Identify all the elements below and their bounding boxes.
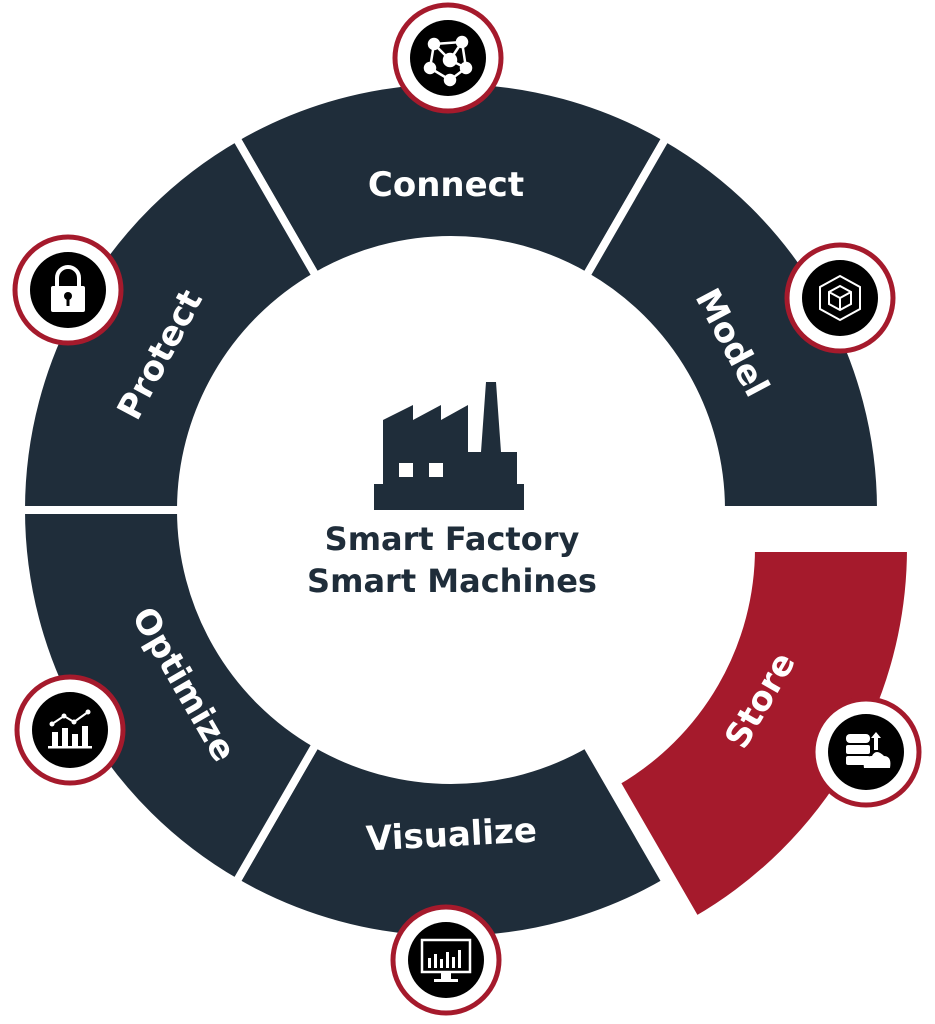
- segment-protect: [16, 132, 322, 514]
- database-cloud-upload-icon: [846, 732, 891, 768]
- segment-label-connect: Connect: [368, 165, 524, 205]
- optimize-badge: [14, 674, 126, 786]
- store-badge: [810, 696, 922, 808]
- network-nodes-icon: [423, 35, 473, 87]
- factory-icon: [374, 382, 524, 510]
- cube-icon: [819, 274, 861, 322]
- center-title-line2: Smart Machines: [307, 562, 597, 600]
- segment-optimize: [16, 506, 322, 888]
- center-title-line1: Smart Factory: [325, 520, 580, 558]
- segment-visualize: [230, 738, 672, 944]
- model-badge: [784, 242, 896, 354]
- visualize-badge: [390, 904, 502, 1016]
- segment-label-visualize: Visualize: [365, 811, 538, 860]
- connect-badge: [392, 2, 504, 114]
- segment-model: [580, 132, 886, 514]
- protect-badge: [12, 234, 124, 346]
- segment-store: [610, 544, 916, 926]
- monitor-dashboard-icon: [420, 938, 472, 982]
- padlock-icon: [51, 265, 85, 312]
- bar-chart-trend-icon: [48, 709, 92, 749]
- segment-connect: [230, 76, 672, 282]
